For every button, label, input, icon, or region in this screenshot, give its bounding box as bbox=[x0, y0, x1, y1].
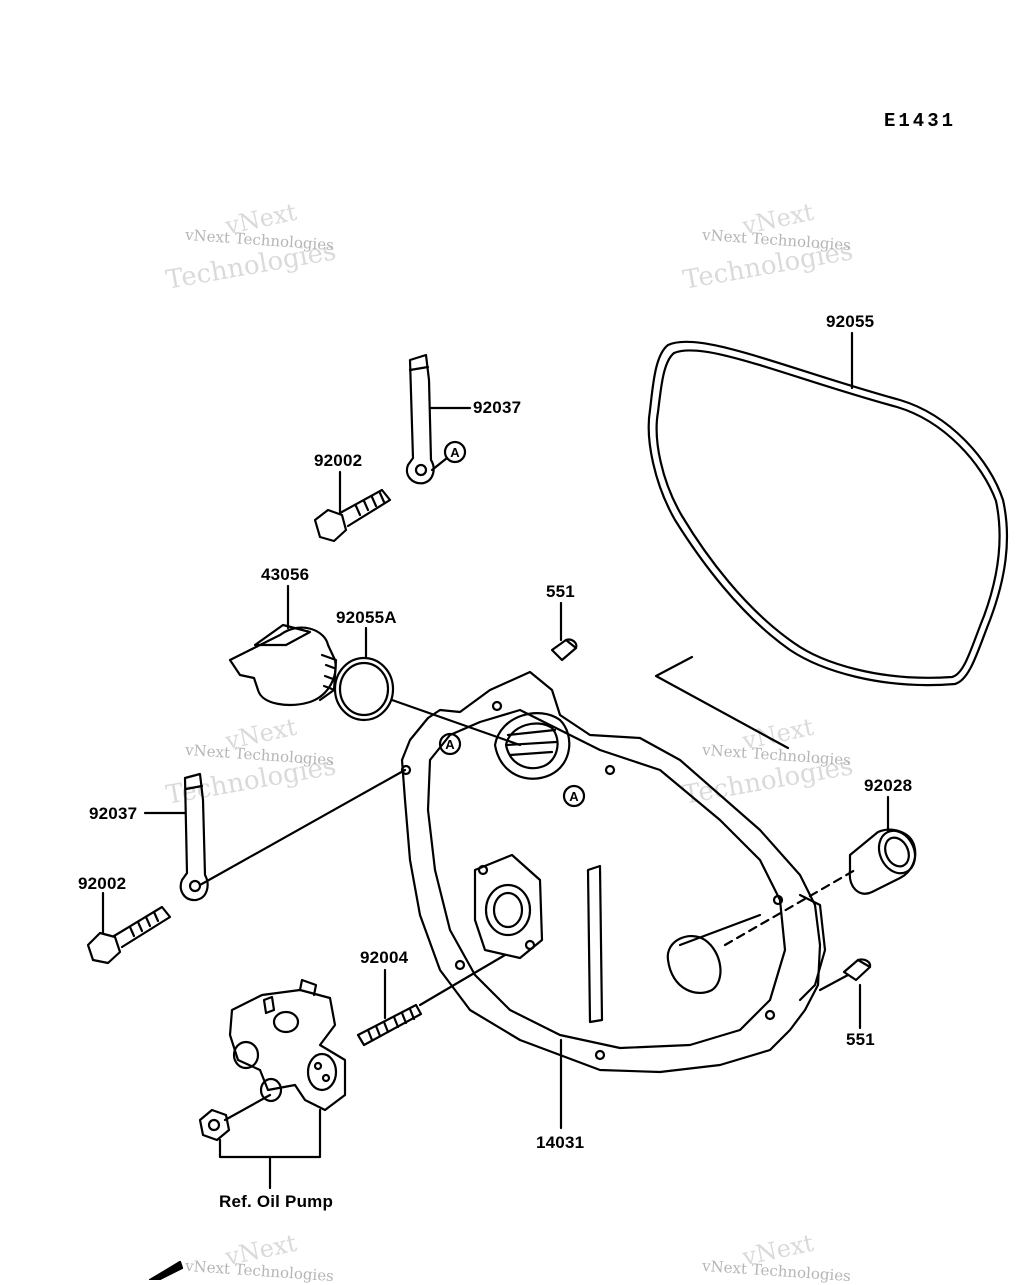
label-92037-lower: 92037 bbox=[89, 804, 138, 823]
label-92037-upper: 92037 bbox=[473, 398, 522, 417]
label-92002-lower: 92002 bbox=[78, 874, 127, 893]
callout-a-cover-left bbox=[438, 732, 462, 756]
filler-cap-43056 bbox=[228, 623, 338, 706]
label-43056: 43056 bbox=[261, 565, 310, 584]
gasket-92055 bbox=[647, 340, 1009, 687]
bolt-92002-upper bbox=[313, 488, 392, 543]
assembly-line-stud bbox=[418, 953, 507, 1007]
assembly-line-dowel bbox=[818, 973, 850, 992]
label-92004: 92004 bbox=[360, 948, 409, 967]
bolt-92002-lower bbox=[86, 905, 172, 965]
bushing-92028 bbox=[848, 828, 917, 895]
label-92055a: 92055A bbox=[336, 608, 397, 627]
stud-92004 bbox=[356, 1003, 423, 1047]
assembly-line-gasket bbox=[654, 655, 790, 750]
cover-14031 bbox=[400, 670, 827, 1074]
callout-a-cover-right bbox=[562, 784, 586, 808]
callout-a-cover-left-letter: A bbox=[445, 737, 455, 752]
assembly-line-oring bbox=[390, 698, 522, 747]
label-14031: 14031 bbox=[536, 1133, 585, 1152]
partial-graphic bbox=[148, 1260, 184, 1280]
assembly-line-band bbox=[198, 768, 407, 887]
assembly-line-pump bbox=[223, 1093, 272, 1122]
oring-92055a bbox=[333, 656, 395, 722]
band-92037-upper bbox=[405, 353, 435, 485]
dowel-551-top bbox=[550, 638, 578, 662]
bracket-ref-oil-pump bbox=[218, 1108, 322, 1190]
oil-pump-ref bbox=[228, 978, 347, 1112]
label-ref-oil-pump: Ref. Oil Pump bbox=[219, 1192, 334, 1211]
diagram-code: E1431 bbox=[884, 110, 957, 132]
label-92028: 92028 bbox=[864, 776, 913, 795]
label-551-top: 551 bbox=[546, 582, 575, 601]
callout-a-upper-letter: A bbox=[450, 445, 460, 460]
hex-nut bbox=[198, 1108, 231, 1142]
dowel-551-right bbox=[842, 958, 872, 982]
band-92037-lower bbox=[179, 772, 209, 902]
assembly-line-bushing bbox=[723, 868, 857, 947]
label-92002-upper: 92002 bbox=[314, 451, 363, 470]
callout-a-upper bbox=[430, 440, 467, 472]
label-92055: 92055 bbox=[826, 312, 875, 331]
callout-a-cover-right-letter: A bbox=[569, 789, 579, 804]
label-551-right: 551 bbox=[846, 1030, 875, 1049]
